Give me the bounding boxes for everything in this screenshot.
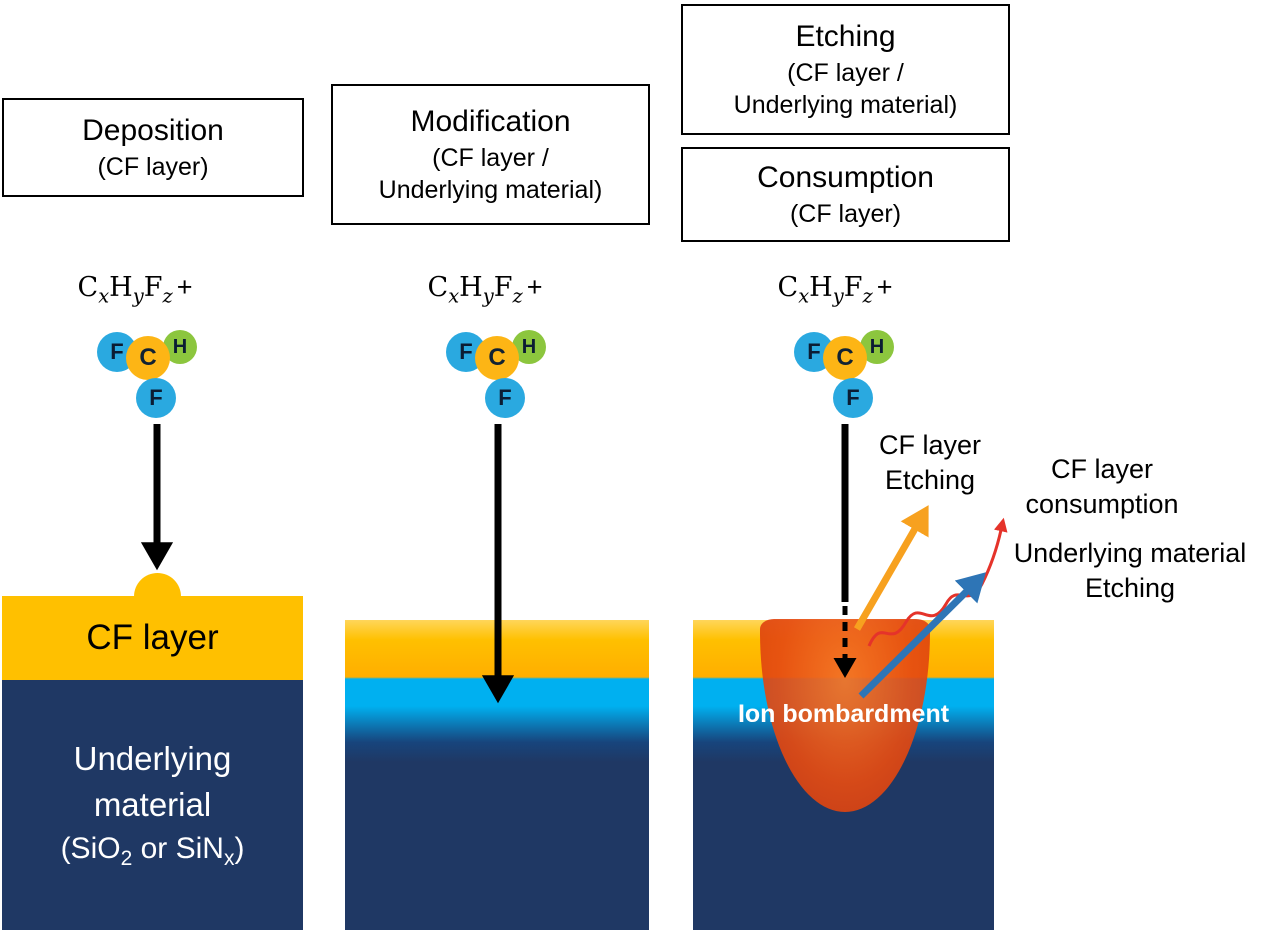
formula-symbol: F	[843, 272, 863, 303]
formula-subscript: y	[832, 284, 844, 308]
underlying-chemical-formula: (SiO2 or SiNx)	[60, 832, 245, 871]
formula-subscript: z	[862, 284, 873, 308]
fluorine-atom: F	[833, 378, 873, 418]
formula-subscript: y	[482, 284, 494, 308]
formula-plus: +	[176, 272, 193, 302]
etching-subtitle-line2: Underlying material)	[733, 90, 958, 119]
modification-title-box: Modification (CF layer / Underlying mate…	[331, 84, 650, 225]
formula-subscript: z	[512, 284, 523, 308]
cf-molecule-modification: H F C F	[444, 330, 564, 430]
underlying-label-line1: Underlying	[73, 740, 232, 778]
etching-title: Etching	[795, 20, 896, 54]
molecule-formula-modification: CxHyFz+	[385, 272, 585, 307]
etching-title-box: Etching (CF layer / Underlying material)	[681, 4, 1010, 135]
formula-symbol: H	[459, 272, 483, 303]
cf-layer-consumption-label: CF layer consumption	[1025, 454, 1179, 520]
deposition-title: Deposition	[82, 114, 224, 148]
carbon-atom: C	[823, 336, 867, 380]
fluorine-atom: F	[97, 332, 137, 372]
carbon-atom: C	[126, 336, 170, 380]
fluorine-atom: F	[136, 378, 176, 418]
fluorine-atom: F	[485, 378, 525, 418]
deposition-title-box: Deposition (CF layer)	[2, 98, 304, 197]
molecule-formula-deposition: CxHyFz+	[35, 272, 235, 307]
formula-subscript: x	[448, 284, 460, 308]
formula-subscript: x	[98, 284, 110, 308]
underlying-material-block: Underlying material (SiO2 or SiNx)	[2, 680, 303, 930]
formula-subscript: z	[162, 284, 173, 308]
cf-molecule-deposition: H F C F	[95, 330, 215, 430]
formula-symbol: H	[109, 272, 133, 303]
modification-subtitle-line1: (CF layer /	[432, 143, 549, 172]
cf-layer-label: CF layer	[86, 618, 219, 657]
underlying-label-line2: material	[93, 786, 212, 824]
formula-plus: +	[526, 272, 543, 302]
modified-substrate-block	[345, 620, 649, 930]
formula-subscript: y	[132, 284, 144, 308]
deposition-subtitle: (CF layer)	[97, 152, 209, 181]
carbon-atom: C	[475, 336, 519, 380]
consumption-subtitle: (CF layer)	[789, 199, 902, 228]
modification-subtitle-line2: Underlying material)	[378, 175, 603, 204]
formula-symbol: F	[143, 272, 163, 303]
formula-symbol: F	[493, 272, 513, 303]
underlying-material-etching-label: Underlying material Etching	[1013, 538, 1247, 604]
formula-subscript: x	[798, 284, 810, 308]
ion-bombardment-label: Ion bombardment	[737, 700, 950, 728]
molecule-formula-etching: CxHyFz+	[735, 272, 935, 307]
cf-layer-etching-label: CF layer Etching	[878, 430, 981, 496]
cf-molecule-etching: H F C F	[792, 330, 912, 430]
consumption-title-box: Consumption (CF layer)	[681, 147, 1010, 242]
consumption-title: Consumption	[757, 161, 934, 195]
formula-symbol: C	[77, 272, 99, 303]
cf-layer-etching-arrow	[853, 505, 929, 631]
etching-subtitle-line1: (CF layer /	[787, 58, 904, 87]
cf-layer-block: CF layer	[2, 596, 303, 680]
modification-title: Modification	[410, 105, 571, 139]
formula-symbol: C	[777, 272, 799, 303]
formula-plus: +	[876, 272, 893, 302]
formula-symbol: H	[809, 272, 833, 303]
formula-symbol: C	[427, 272, 449, 303]
